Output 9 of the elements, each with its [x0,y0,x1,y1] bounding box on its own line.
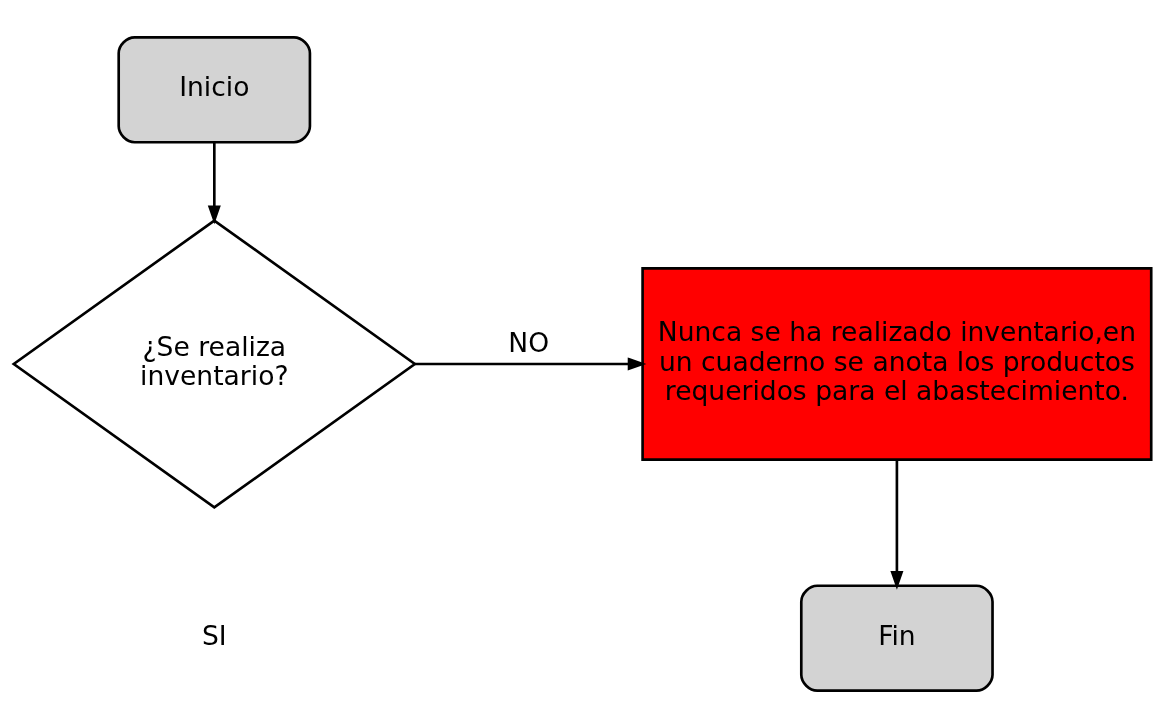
arrow [890,459,904,590]
arrow [414,357,647,371]
node-box: Nunca se ha realizado inventario,en un cuaderno se anota los productos requeridos para el abastecimiento. [641,267,1153,461]
edge-label: NO [508,327,550,359]
node-box: Inicio [117,36,312,144]
label: SI [201,619,227,651]
node-diamond: ¿Se realiza inventario? [11,218,418,510]
arrow [207,142,221,225]
node-box: Fin [799,584,994,693]
